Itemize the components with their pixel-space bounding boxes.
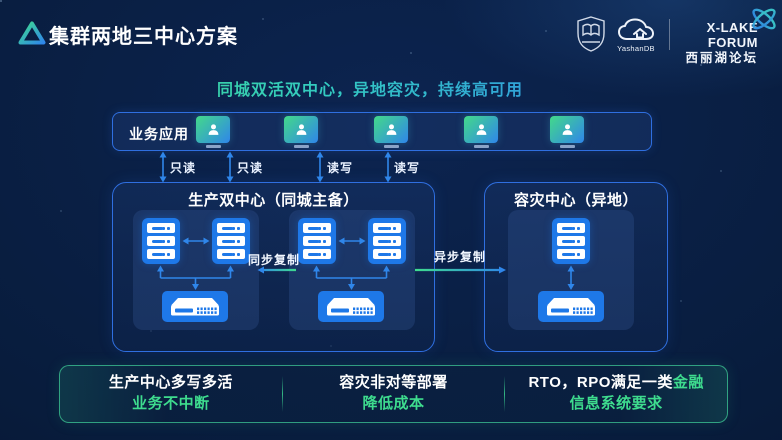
summary-line1: 容灾非对等部署 (339, 374, 448, 392)
page-title: 集群两地三中心方案 (49, 26, 238, 48)
production-center-box (112, 182, 435, 352)
access-arrow-label: 只读 (170, 161, 197, 175)
access-arrow-label: 读写 (327, 161, 354, 175)
monitor-user-icon (550, 116, 584, 148)
summary-item: 容灾非对等部署 降低成本 (283, 366, 505, 422)
monitor-user-icon (374, 116, 408, 148)
header-divider (669, 19, 670, 50)
forum-brand: X-LAKE FORUM 西丽湖论坛 (664, 20, 758, 65)
server-icon (142, 218, 180, 264)
summary-divider (281, 376, 283, 412)
summary-line2: 降低成本 (362, 395, 425, 412)
switch-icon (162, 291, 228, 322)
summary-divider (504, 376, 506, 412)
access-arrow-label: 读写 (394, 161, 421, 175)
summary-item: 生产中心多写多活 业务不中断 (60, 366, 282, 422)
summary-item: RTO，RPO满足一类金融 信息系统要求 (505, 366, 727, 422)
summary-box: 生产中心多写多活 业务不中断 容灾非对等部署 降低成本 RTO，RPO满足一类金… (59, 365, 728, 423)
monitor-user-icon (464, 116, 498, 148)
slide-subtitle: 同城双活双中心，异地容灾，持续高可用 (0, 76, 740, 100)
server-icon (368, 218, 406, 264)
yashandb-cloud-icon (618, 18, 654, 40)
server-icon (552, 218, 590, 264)
production-center-title: 生产双中心（同城主备） (188, 192, 359, 209)
summary-line2: 业务不中断 (132, 395, 210, 412)
triangle-logo-icon (18, 21, 46, 45)
dr-center-title: 容灾中心（异地） (513, 192, 638, 209)
monitor-user-icon (284, 116, 318, 148)
university-crest-icon (577, 16, 605, 52)
dr-center-box (484, 182, 668, 352)
switch-icon (538, 291, 604, 322)
summary-line1: RTO，RPO满足一类金融 (528, 374, 703, 393)
summary-line1: 生产中心多写多活 (108, 374, 233, 392)
app-layer-label: 业务应用 (129, 126, 189, 142)
summary-line1-prefix: RTO，RPO满足一类 (528, 374, 673, 392)
server-icon (212, 218, 250, 264)
sync-replication-label: 同步复制 (247, 253, 300, 267)
monitor-user-icon (196, 116, 230, 148)
summary-line2: 信息系统要求 (569, 395, 663, 412)
server-icon (298, 218, 336, 264)
summary-line1-highlight: 金融 (672, 374, 704, 392)
access-arrow-label: 只读 (237, 161, 264, 175)
yashandb-label: YashanDB (617, 44, 655, 53)
forum-name-cn: 西丽湖论坛 (685, 50, 758, 65)
switch-icon (318, 291, 384, 322)
forum-name: X-LAKE FORUM (706, 20, 758, 50)
butterfly-logo-icon (752, 8, 776, 30)
async-replication-label: 异步复制 (433, 250, 486, 264)
